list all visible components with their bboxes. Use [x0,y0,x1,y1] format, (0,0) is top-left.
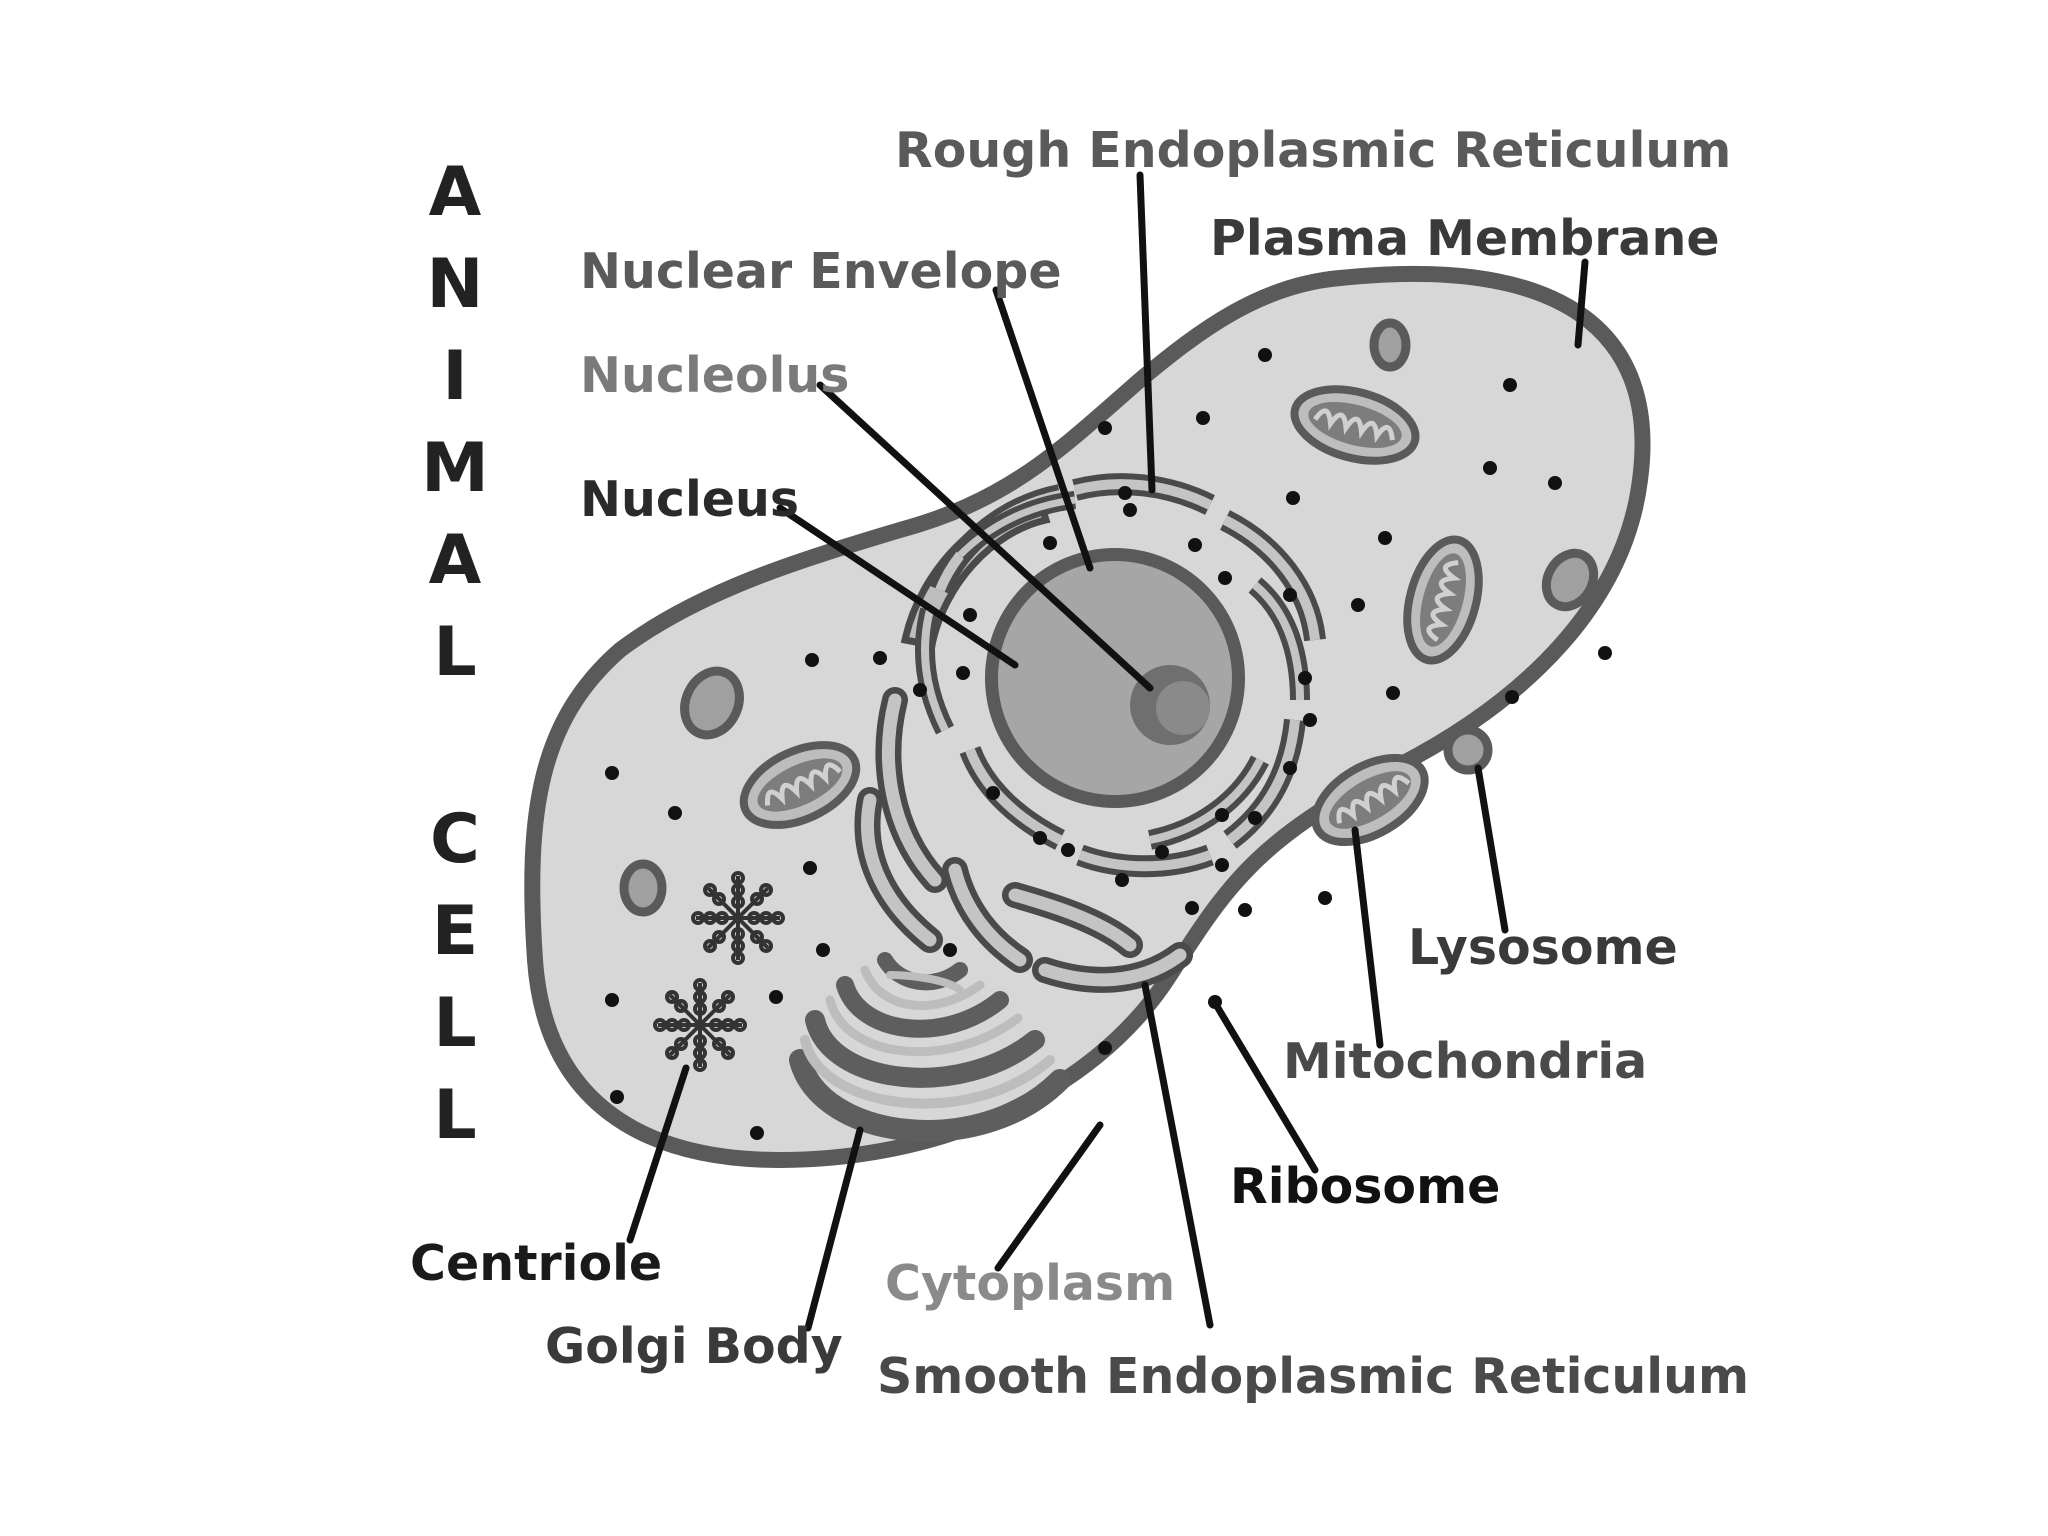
label-rough-er: Rough Endoplasmic Reticulum [895,122,1731,179]
lysosomes [619,318,1599,917]
label-ribosome: Ribosome [1230,1158,1500,1215]
label-smooth-er: Smooth Endoplasmic Reticulum [877,1348,1749,1405]
label-nucleolus: Nucleolus [580,347,849,404]
mitochondria [739,385,1483,847]
leader-cytoplasm [994,1121,1104,1272]
title-letter: C [430,800,480,879]
leader-rough-er [1136,171,1156,494]
ribosomes [605,348,1612,1140]
leader-mitochondria [1351,826,1384,1049]
title-animal: A N I M A L [421,153,489,692]
title-letter: L [433,984,476,1063]
leader-nucleolus [816,381,1154,692]
title-letter: I [442,337,467,416]
leader-plasma-membrane [1574,258,1589,349]
title-cell: C E L L [430,800,480,1155]
leader-nucleus [776,504,1019,669]
smooth-er [854,687,1193,993]
leader-lysosome [1474,764,1509,934]
title-letter: L [433,1076,476,1155]
leader-smooth-er [1141,981,1214,1329]
title-letter: E [432,892,478,971]
golgi-body [789,952,1071,1142]
title-letter: L [433,613,476,692]
label-centriole: Centriole [410,1235,662,1292]
label-mitochondria: Mitochondria [1283,1033,1647,1090]
title-letter: N [427,245,484,324]
label-golgi-body: Golgi Body [545,1318,843,1375]
title-letter: A [429,521,482,600]
label-plasma-membrane: Plasma Membrane [1210,210,1720,267]
label-nucleus: Nucleus [580,471,799,528]
title-letter: M [421,429,489,508]
nucleolus-highlight [1156,681,1210,735]
label-nuclear-envelope: Nuclear Envelope [580,243,1062,300]
leader-golgi-body [804,1126,864,1332]
leader-nuclear-envelope [992,286,1094,572]
centrioles [653,871,785,1072]
leader-ribosome [1214,1004,1319,1174]
label-lysosome: Lysosome [1408,919,1678,976]
title-letter: A [429,153,482,232]
label-cytoplasm: Cytoplasm [885,1255,1175,1312]
leader-lines [626,171,1589,1332]
leader-centriole [626,1064,690,1244]
labels: Rough Endoplasmic Reticulum Plasma Membr… [410,122,1749,1405]
